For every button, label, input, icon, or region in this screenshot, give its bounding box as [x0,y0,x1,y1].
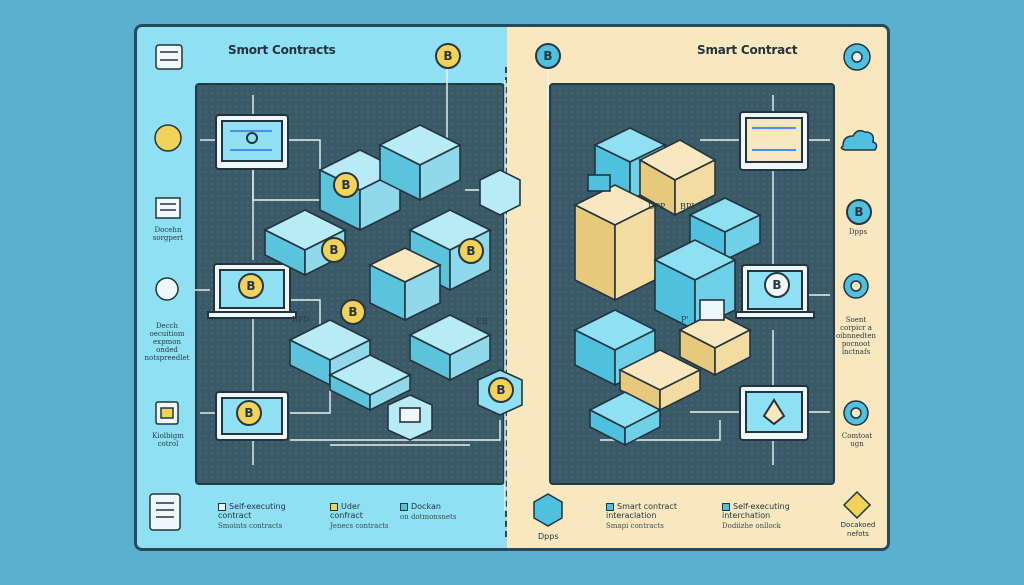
center-divider [505,67,507,537]
legend-sub: on dotmonsnets [400,513,457,521]
right-connectors [547,60,830,465]
bitcoin-coin: B [321,237,347,263]
legend-swatch [606,502,614,511]
legend-right-item-1: Dpps [538,532,568,541]
dapp-hex-icon [533,493,563,527]
legend-swatch [400,502,408,511]
legend-label: Dpps [538,532,559,541]
left-monitors [207,114,297,441]
legend-sub: Smoints contracts [218,522,283,530]
legend-right-item-4: Docakoed nefots [840,521,876,538]
diagram-label-bpi: BPI [680,202,695,211]
network-node-icon [842,490,872,520]
left-block-cluster [263,124,523,441]
legend-sub: Dodiizhe onllock [722,522,781,530]
bitcoin-coin: B [458,238,484,264]
legend-label: Smart contract interaclation [606,502,677,520]
monitor-bitcoin-coin: B [236,400,262,426]
cloud-icon [840,129,878,151]
left-connectors [195,60,520,510]
diagram-label-eb: EB [476,317,488,326]
right-title: Smart Contract [697,43,798,57]
right-block-cluster [573,127,762,447]
legend-left-item-2: Uder confract Jenecs contracts [330,502,395,531]
dapps-coin: B [846,199,872,225]
blockchain-coin-top: B [535,43,561,69]
legend-label: Self-executing interchation [722,502,790,520]
legend-sub: Jenecs contracts [330,522,389,530]
right-side-label-3: Comtoat ugn [841,432,873,448]
legend-right-item-3: Self-executing interchation Dodiizhe onl… [722,502,817,531]
right-side-label-2: Soent corpicr a oibnnedten pocnoot lnctn… [835,316,877,356]
left-side-label-3: Kiolbigm cotrol [152,432,184,448]
right-side-icons [533,43,878,527]
legend-left-item-3: Dockan on dotmonsnets [400,502,480,522]
right-side-label-1: Dpps [848,228,868,236]
legend-swatch [722,502,730,511]
location-icon [155,277,179,301]
left-side-label-1: Docehn sorgpert [152,226,184,242]
left-side-label-2: Decch oecuitiom expmon onded notspreedle… [144,322,190,362]
legend-label: Dockan [411,502,441,511]
contract-doc-icon [149,493,181,531]
bitcoin-coin: B [333,172,359,198]
diagram-label-p: P' [681,315,689,324]
legend-label: Self-executing contract [218,502,286,520]
document-icon [155,197,181,219]
gear-coin-icon [154,124,182,152]
diagram-label-dpp: DPP [648,202,666,211]
legend-sub: Smapi contracts [606,522,664,530]
server-icon [155,44,183,70]
bitcoin-coin: B [340,299,366,325]
monitor-coin: B [764,272,790,298]
legend-swatch [330,502,338,511]
bitcoin-coin-top: B [435,43,461,69]
hex-bitcoin-coin: B [488,377,514,403]
left-side-icons [149,44,183,531]
left-title: Smort Contracts [228,43,336,57]
monitor-bitcoin-coin: B [238,273,264,299]
legend-label: Uder confract [330,502,363,520]
diagram-label-bpd: BPD [292,315,310,324]
legend-left-item-1: Self-executing contract Smoints contract… [218,502,313,531]
legend-right-item-2: Smart contract interaclation Smapi contr… [606,502,701,531]
legend-swatch [218,502,226,511]
